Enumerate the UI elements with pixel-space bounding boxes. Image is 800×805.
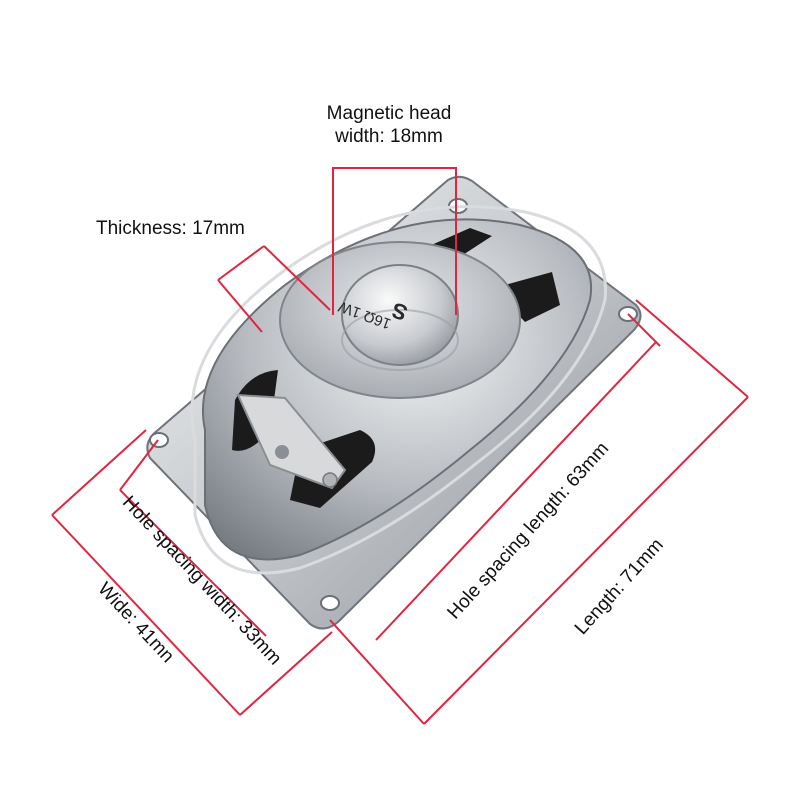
- label-magnetic-head-line1: Magnetic head: [326, 103, 452, 124]
- dim-length-ext2: [635, 299, 749, 398]
- terminal-rivet: [275, 445, 289, 459]
- magnet-top: [341, 264, 459, 366]
- dim-hole-width-ext: [119, 439, 159, 491]
- dim-wide-ext1: [51, 429, 147, 516]
- dimension-lines: [51, 167, 749, 725]
- dim-length: [423, 396, 749, 725]
- basket-rim: [190, 205, 608, 575]
- dim-thickness-ext1: [217, 245, 265, 281]
- terminal-solder: [322, 472, 338, 488]
- dim-magnetic-head: [332, 167, 457, 315]
- mounting-hole-bottom: [320, 595, 340, 611]
- dim-wide-ext2: [239, 631, 333, 716]
- dim-wide: [51, 514, 241, 716]
- dim-thickness-ext2: [263, 245, 331, 311]
- terminal-strip: [236, 393, 347, 490]
- dim-hole-length-ext: [627, 313, 661, 347]
- dim-hole-width: [119, 489, 267, 637]
- dim-length-ext1: [329, 619, 425, 725]
- magnet-base: [341, 309, 459, 371]
- dim-thickness-ext3: [217, 279, 263, 333]
- mounting-hole-left: [149, 432, 169, 448]
- label-magnetic-head: Magnetic head width: 18mm: [300, 103, 478, 149]
- label-thickness: Thickness: 17mm: [96, 218, 245, 239]
- label-magnetic-head-line2: width: 18mm: [335, 125, 443, 147]
- dim-hole-length: [375, 341, 657, 641]
